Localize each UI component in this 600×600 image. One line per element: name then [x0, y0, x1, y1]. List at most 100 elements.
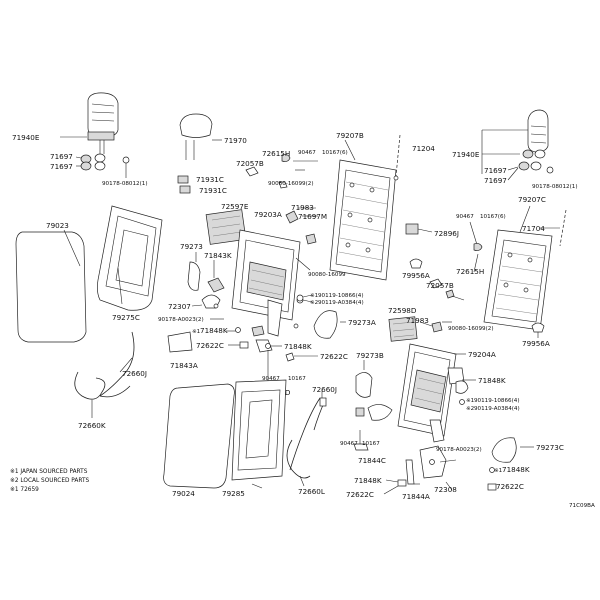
label-71931C-a: 71931C: [196, 175, 224, 184]
seatback-frame-79207B: [329, 139, 397, 281]
label-79956A-lower: 79956A: [522, 339, 550, 348]
part-72307: [191, 294, 224, 320]
bolts-90119-left: [296, 294, 313, 303]
hinge-cluster-right: [397, 445, 497, 491]
label-79273C: 79273C: [536, 443, 564, 452]
label-90467-right: 90467: [456, 214, 474, 220]
rod-71704: [540, 209, 567, 247]
label-71697-right-a: 71697: [484, 166, 507, 175]
label-90080-left: 90080-16099(2): [268, 181, 314, 187]
trim-79273: [187, 252, 225, 293]
label-72598D: 72598D: [388, 306, 417, 315]
label-90178-08012-left: 90178-08012(1): [102, 181, 148, 187]
note-local-sourced: ※2 LOCAL SOURCED PARTS: [10, 478, 90, 484]
seatback-assembly-79203A: [231, 229, 304, 337]
label-90119-A0384-left: 90119-A0384(4): [318, 300, 364, 306]
label-72660J-lower: 72660J: [312, 385, 337, 394]
note-japan-sourced: ※1 JAPAN SOURCED PARTS: [10, 469, 88, 475]
label-72057B-left: 72057B: [236, 159, 264, 168]
hinge-cluster-left: [167, 325, 318, 374]
label-90467-center: 90467: [262, 376, 280, 382]
seatback-cover-79023: [15, 229, 87, 343]
label-90119-10866-left: 90119-10866(4): [318, 293, 364, 299]
mark1-90119-left: ※1: [310, 293, 319, 299]
label-72622C-left: 72622C: [196, 341, 224, 350]
label-71697-right-b: 71697: [484, 176, 507, 185]
mark1-71848K-left: ※1: [192, 329, 201, 335]
label-71848K-right: 71848K: [478, 376, 506, 385]
label-90080-mid: 90080-16099: [308, 272, 346, 278]
footnotes: ※1 JAPAN SOURCED PARTS ※2 LOCAL SOURCED …: [10, 469, 90, 493]
label-71848K-right2: 71848K: [502, 465, 530, 474]
mark2-90119-right: ※2: [466, 406, 474, 412]
label-72622C-left2: 72622C: [320, 352, 348, 361]
label-71843A: 71843A: [170, 361, 198, 370]
seat-cushion-cover-79024: [163, 383, 235, 489]
label-90178-A0023-left: 90178-A0023(2): [158, 317, 204, 323]
parts-72598D: [388, 316, 452, 342]
label-79203A: 79203A: [254, 210, 282, 219]
label-71704: 71704: [522, 224, 545, 233]
label-79207C: 79207C: [518, 195, 546, 204]
headrest-center: [177, 113, 222, 194]
label-72057B-right: 72057B: [426, 281, 454, 290]
cap-79956A-upper: [409, 258, 423, 269]
label-72622C-right: 72622C: [496, 482, 524, 491]
label-71848K-left: 71848K: [200, 326, 228, 335]
label-71983-right: 71983: [406, 316, 429, 325]
rod-71204: [393, 134, 401, 181]
label-71697-a: 71697: [50, 152, 73, 161]
leader-71848K-right3: [385, 479, 399, 483]
label-79023: 79023: [46, 221, 69, 230]
mark1-71848K-right: ※1: [494, 468, 503, 474]
label-71843K: 71843K: [204, 251, 232, 260]
label-90467-right-lower: 90467: [340, 441, 358, 447]
wire-72660L: [286, 439, 311, 487]
label-79285: 79285: [222, 489, 245, 498]
trim-79273A: [313, 310, 346, 339]
label-71931C-b: 71931C: [199, 186, 227, 195]
seatback-assembly-79204A: [397, 343, 476, 443]
label-79204A: 79204A: [468, 350, 496, 359]
cap-79956A-lower: [531, 322, 545, 338]
label-71697-b: 71697: [50, 162, 73, 171]
label-79024: 79024: [172, 489, 195, 498]
part-72896J: [405, 223, 433, 235]
label-71983-left: 71983: [291, 203, 314, 212]
wire-72660J-lower: [289, 390, 327, 471]
label-72660L: 72660L: [298, 487, 325, 496]
label-79273B: 79273B: [356, 351, 384, 360]
label-79275C: 79275C: [112, 313, 140, 322]
clips-upper-center: [245, 154, 318, 189]
wire-72660J: [99, 331, 135, 397]
label-90080-right: 90080-16099(2): [448, 326, 494, 332]
label-71848K-left2: 71848K: [284, 342, 312, 351]
label-72896J: 72896J: [434, 229, 459, 238]
label-71848K-right3: 71848K: [354, 476, 382, 485]
label-71697M: 71697M: [298, 212, 327, 221]
headrest-left: [60, 92, 119, 141]
label-79207B: 79207B: [336, 131, 364, 140]
label-71844A: 71844A: [402, 492, 430, 501]
label-72615H-right: 72615H: [456, 267, 484, 276]
mark2-90119-left: ※2: [310, 300, 318, 306]
upper-center-parts: [205, 207, 318, 245]
label-90178-A0023-right: 90178-A0023(2): [436, 447, 482, 453]
label-72308: 72308: [434, 485, 457, 494]
seat-cushion-pad-79285: [231, 379, 287, 489]
label-71970: 71970: [224, 136, 247, 145]
headrest-guide-left: [75, 140, 130, 178]
label-79956A-upper: 79956A: [402, 271, 430, 280]
seatback-pad-79275C: [96, 205, 163, 311]
figure-id: 71C09BA: [569, 503, 595, 509]
label-72660J: 72660J: [122, 369, 147, 378]
label-10167-right: 10167(6): [480, 214, 506, 220]
label-72622C-right2: 72622C: [346, 490, 374, 499]
label-10167-left: 10167(6): [322, 150, 348, 156]
parts-71844C: [353, 407, 369, 451]
label-90119-10866-right: 90119-10866(4): [474, 398, 520, 404]
label-71844C: 71844C: [358, 456, 386, 465]
clips-right: [429, 243, 483, 301]
wire-72660K: [74, 371, 131, 418]
